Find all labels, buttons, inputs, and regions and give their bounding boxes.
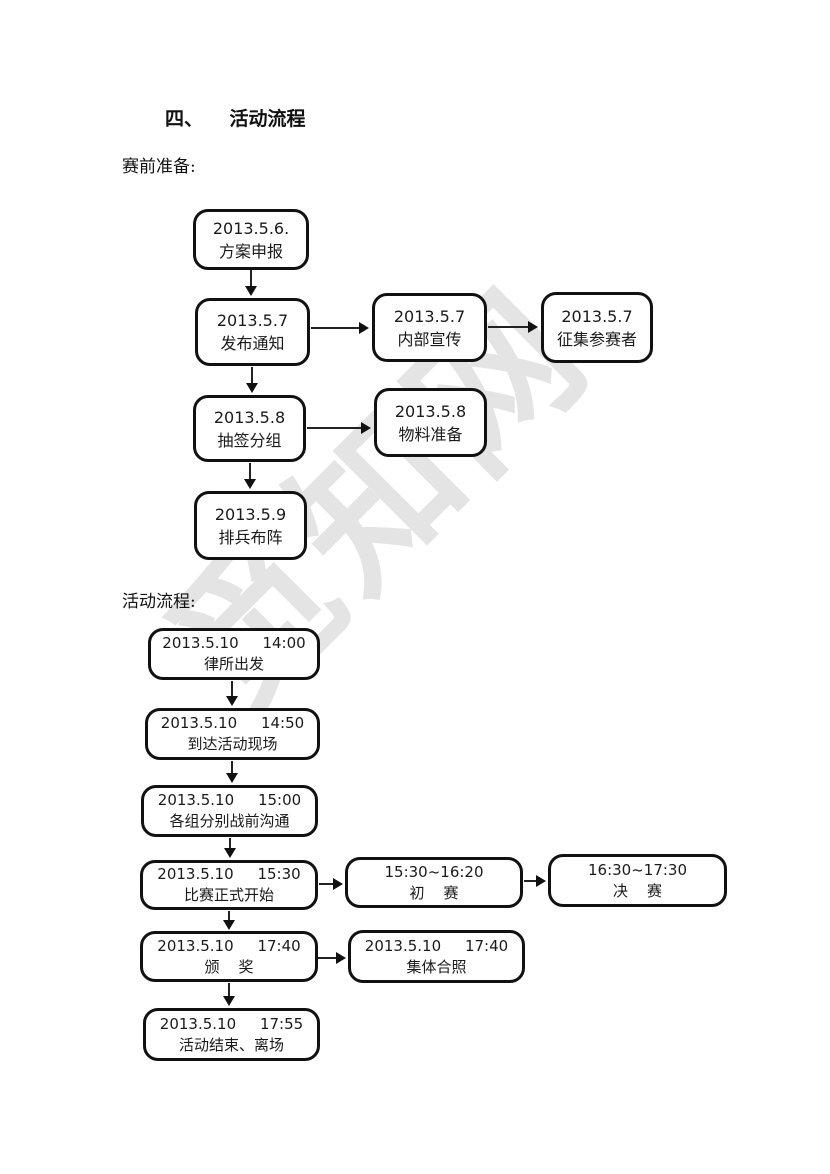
arrow-down-icon bbox=[226, 681, 238, 706]
arrow-down-icon bbox=[245, 270, 257, 296]
node-label: 各组分别战前沟通 bbox=[169, 812, 290, 830]
node-label: 初 赛 bbox=[409, 883, 459, 902]
node-label: 颁 奖 bbox=[204, 957, 254, 976]
node-final-round: 16:30~17:30 决 赛 bbox=[548, 854, 727, 907]
node-label: 集体合照 bbox=[406, 957, 467, 976]
node-datetime: 2013.5.10 17:55 bbox=[159, 1014, 304, 1033]
node-date: 2013.5.7 bbox=[561, 306, 633, 326]
arrow-down-icon bbox=[224, 838, 236, 858]
node-label: 到达活动现场 bbox=[187, 735, 278, 753]
node-datetime: 2013.5.10 14:00 bbox=[162, 634, 306, 652]
node-materials-prep: 2013.5.8 物料准备 bbox=[374, 388, 487, 457]
node-label: 征集参赛者 bbox=[556, 329, 637, 349]
section-label-pre-event: 赛前准备: bbox=[122, 157, 196, 177]
node-draw-groups: 2013.5.8 抽签分组 bbox=[193, 395, 306, 462]
node-date: 2013.5.7 bbox=[393, 306, 466, 326]
node-group-photo: 2013.5.10 17:40 集体合照 bbox=[348, 930, 525, 983]
node-datetime: 2013.5.10 15:00 bbox=[157, 791, 302, 809]
node-troop-deployment: 2013.5.9 排兵布阵 bbox=[194, 491, 307, 560]
node-pre-match-briefing: 2013.5.10 15:00 各组分别战前沟通 bbox=[141, 785, 318, 837]
node-label: 活动结束、离场 bbox=[178, 1035, 284, 1054]
watermark-text: 觅知网 bbox=[135, 255, 624, 744]
arrow-right-icon bbox=[488, 321, 538, 333]
arrow-right-icon bbox=[311, 322, 369, 334]
arrow-right-icon bbox=[318, 952, 346, 964]
arrow-right-icon bbox=[319, 878, 343, 890]
node-label: 物料准备 bbox=[398, 424, 463, 444]
arrow-down-icon bbox=[246, 367, 258, 393]
node-award-ceremony: 2013.5.10 17:40 颁 奖 bbox=[140, 931, 318, 982]
node-match-start: 2013.5.10 15:30 比赛正式开始 bbox=[140, 860, 318, 910]
node-label: 决 赛 bbox=[612, 881, 663, 900]
node-datetime: 2013.5.10 15:30 bbox=[157, 865, 301, 883]
node-date: 2013.5.6. bbox=[212, 218, 290, 238]
arrow-right-icon bbox=[524, 875, 546, 887]
node-label: 抽签分组 bbox=[217, 430, 282, 450]
node-datetime: 2013.5.10 17:40 bbox=[364, 936, 509, 955]
node-label: 排兵布阵 bbox=[218, 527, 283, 547]
node-event-end: 2013.5.10 17:55 活动结束、离场 bbox=[143, 1008, 320, 1061]
node-plan-submission: 2013.5.6. 方案申报 bbox=[193, 209, 309, 270]
node-label: 比赛正式开始 bbox=[183, 886, 274, 904]
node-label: 内部宣传 bbox=[397, 329, 462, 349]
node-datetime: 2013.5.10 17:40 bbox=[157, 936, 301, 955]
arrow-down-icon bbox=[223, 911, 235, 930]
node-date: 2013.5.9 bbox=[214, 504, 287, 524]
arrow-down-icon bbox=[223, 983, 235, 1006]
node-label: 发布通知 bbox=[220, 334, 285, 353]
node-date: 2013.5.7 bbox=[216, 311, 289, 330]
arrow-down-icon bbox=[244, 463, 256, 489]
node-recruit-participants: 2013.5.7 征集参赛者 bbox=[541, 292, 653, 363]
node-arrive-venue: 2013.5.10 14:50 到达活动现场 bbox=[145, 708, 320, 760]
node-date: 2013.5.8 bbox=[213, 407, 286, 427]
node-time-range: 15:30~16:20 bbox=[384, 862, 484, 881]
arrow-down-icon bbox=[226, 761, 238, 783]
arrow-right-icon bbox=[307, 422, 371, 434]
node-depart-office: 2013.5.10 14:00 律所出发 bbox=[148, 628, 320, 680]
node-time-range: 16:30~17:30 bbox=[587, 860, 688, 879]
node-label: 律所出发 bbox=[203, 655, 264, 673]
node-date: 2013.5.8 bbox=[394, 401, 467, 421]
node-label: 方案申报 bbox=[218, 241, 283, 261]
node-preliminary-round: 15:30~16:20 初 赛 bbox=[345, 857, 523, 908]
node-datetime: 2013.5.10 14:50 bbox=[160, 714, 305, 732]
node-publish-notice: 2013.5.7 发布通知 bbox=[195, 298, 310, 366]
node-internal-publicity: 2013.5.7 内部宣传 bbox=[372, 293, 487, 362]
page-title: 四、 活动流程 bbox=[165, 108, 306, 130]
section-label-event-flow: 活动流程: bbox=[122, 592, 196, 612]
